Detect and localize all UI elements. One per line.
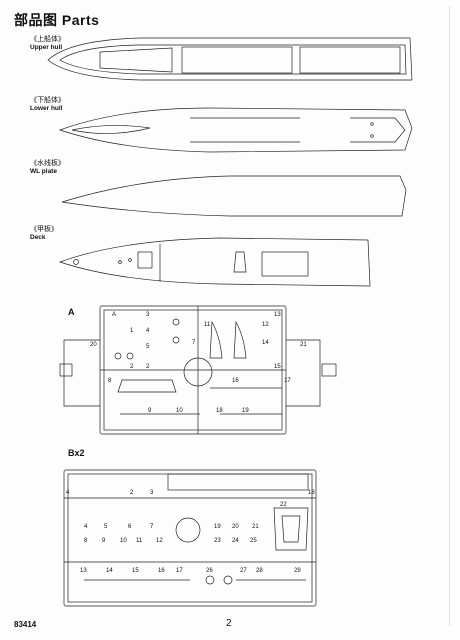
svg-text:26: 26 [206, 568, 213, 574]
svg-text:9: 9 [148, 408, 152, 414]
upper-hull-drawing [47, 37, 413, 81]
svg-text:10: 10 [120, 538, 127, 544]
svg-text:15: 15 [132, 568, 139, 574]
svg-text:17: 17 [176, 568, 183, 574]
sprue-b-frame [63, 469, 317, 607]
svg-text:19: 19 [214, 524, 221, 530]
svg-text:9: 9 [102, 538, 106, 544]
svg-text:12: 12 [156, 538, 163, 544]
svg-text:29: 29 [294, 568, 301, 574]
svg-text:17: 17 [284, 378, 291, 384]
svg-text:15: 15 [274, 364, 281, 370]
svg-text:23: 23 [214, 538, 221, 544]
label-upper-hull: 《上船体》Upper hull [30, 36, 65, 51]
svg-text:18: 18 [308, 490, 315, 496]
svg-text:24: 24 [232, 538, 239, 544]
svg-text:14: 14 [262, 340, 269, 346]
svg-text:2: 2 [130, 490, 134, 496]
svg-text:16: 16 [158, 568, 165, 574]
svg-text:13: 13 [274, 312, 281, 318]
page-edge-line [449, 6, 450, 626]
deck-drawing [58, 237, 371, 287]
label-wl-plate: 《水线板》WL plate [30, 160, 65, 175]
svg-text:4: 4 [66, 490, 70, 496]
svg-text:12: 12 [262, 322, 269, 328]
svg-text:7: 7 [150, 524, 154, 530]
svg-text:16: 16 [232, 378, 239, 384]
sprue-b-label: Bx2 [68, 448, 85, 458]
label-lower-hull: 《下船体》Lower hull [30, 97, 65, 112]
svg-text:10: 10 [176, 408, 183, 414]
page-title: 部品图 Parts [14, 12, 100, 28]
sprue-a-frame [59, 305, 337, 435]
svg-text:11: 11 [136, 538, 143, 544]
svg-text:8: 8 [84, 538, 88, 544]
svg-text:20: 20 [232, 524, 239, 530]
svg-text:3: 3 [146, 312, 150, 318]
svg-text:25: 25 [250, 538, 257, 544]
svg-text:11: 11 [204, 322, 211, 328]
product-code: 83414 [14, 620, 37, 629]
svg-text:13: 13 [80, 568, 87, 574]
svg-text:1: 1 [130, 328, 134, 334]
lower-hull-drawing [58, 107, 413, 153]
svg-text:2: 2 [146, 364, 150, 370]
svg-text:4: 4 [84, 524, 88, 530]
svg-text:6: 6 [128, 524, 132, 530]
svg-text:2: 2 [130, 364, 134, 370]
svg-text:28: 28 [256, 568, 263, 574]
svg-text:21: 21 [252, 524, 259, 530]
svg-text:14: 14 [106, 568, 113, 574]
svg-text:20: 20 [90, 342, 97, 348]
svg-text:8: 8 [108, 378, 112, 384]
svg-text:5: 5 [146, 344, 150, 350]
page-number: 2 [226, 618, 232, 629]
svg-text:18: 18 [216, 408, 223, 414]
svg-text:5: 5 [104, 524, 108, 530]
wl-plate-drawing [61, 175, 407, 217]
label-deck: 《甲板》Deck [30, 226, 58, 241]
svg-text:19: 19 [242, 408, 249, 414]
svg-text:3: 3 [150, 490, 154, 496]
svg-text:7: 7 [192, 340, 196, 346]
svg-text:22: 22 [280, 502, 287, 508]
sprue-a-label: A [68, 307, 75, 317]
svg-text:A: A [112, 312, 116, 318]
svg-text:27: 27 [240, 568, 247, 574]
svg-text:4: 4 [146, 328, 150, 334]
svg-text:21: 21 [300, 342, 307, 348]
